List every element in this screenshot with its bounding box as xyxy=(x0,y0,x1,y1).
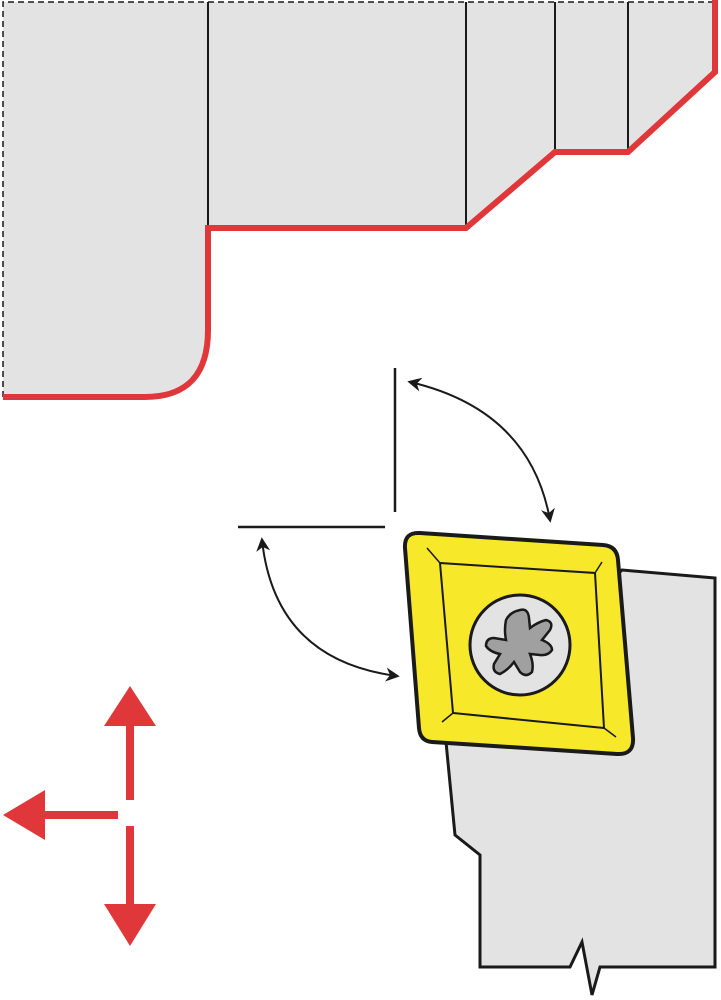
arrow-up-icon xyxy=(104,686,156,800)
workpiece xyxy=(2,0,718,400)
angle-arrow-icon xyxy=(407,377,555,523)
torx-icon xyxy=(484,608,554,677)
angle-arrow-icon xyxy=(256,537,400,682)
workpiece-dashed-boundary xyxy=(2,1,715,397)
cut-profile xyxy=(3,0,718,400)
insert xyxy=(402,530,636,757)
angle-indicators xyxy=(238,368,555,682)
arrow-left-icon xyxy=(3,790,118,840)
arrow-down-icon xyxy=(104,826,156,946)
section-lines xyxy=(207,2,629,228)
tool-holder xyxy=(444,568,717,996)
feed-direction-arrows xyxy=(3,686,156,946)
